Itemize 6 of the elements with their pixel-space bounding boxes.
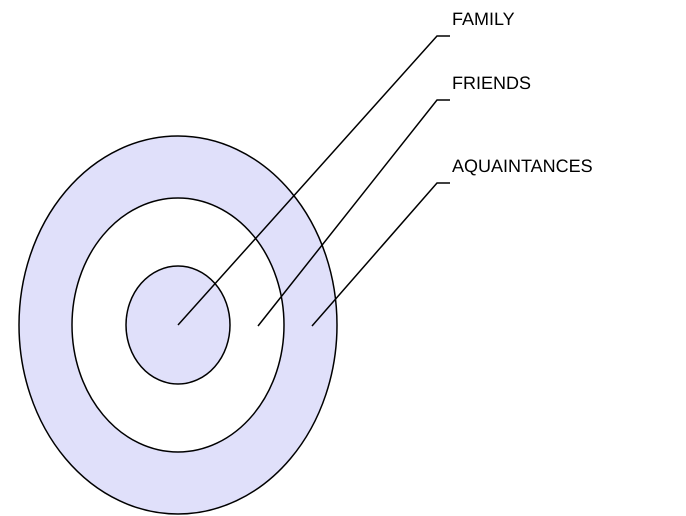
ring-label: FRIENDS [452,72,532,94]
leader-line [257,99,450,326]
ring-label: AQUAINTANCES [452,155,593,177]
leader-line [311,182,450,326]
ring-label: FAMILY [452,8,515,30]
leader-line [177,35,450,326]
